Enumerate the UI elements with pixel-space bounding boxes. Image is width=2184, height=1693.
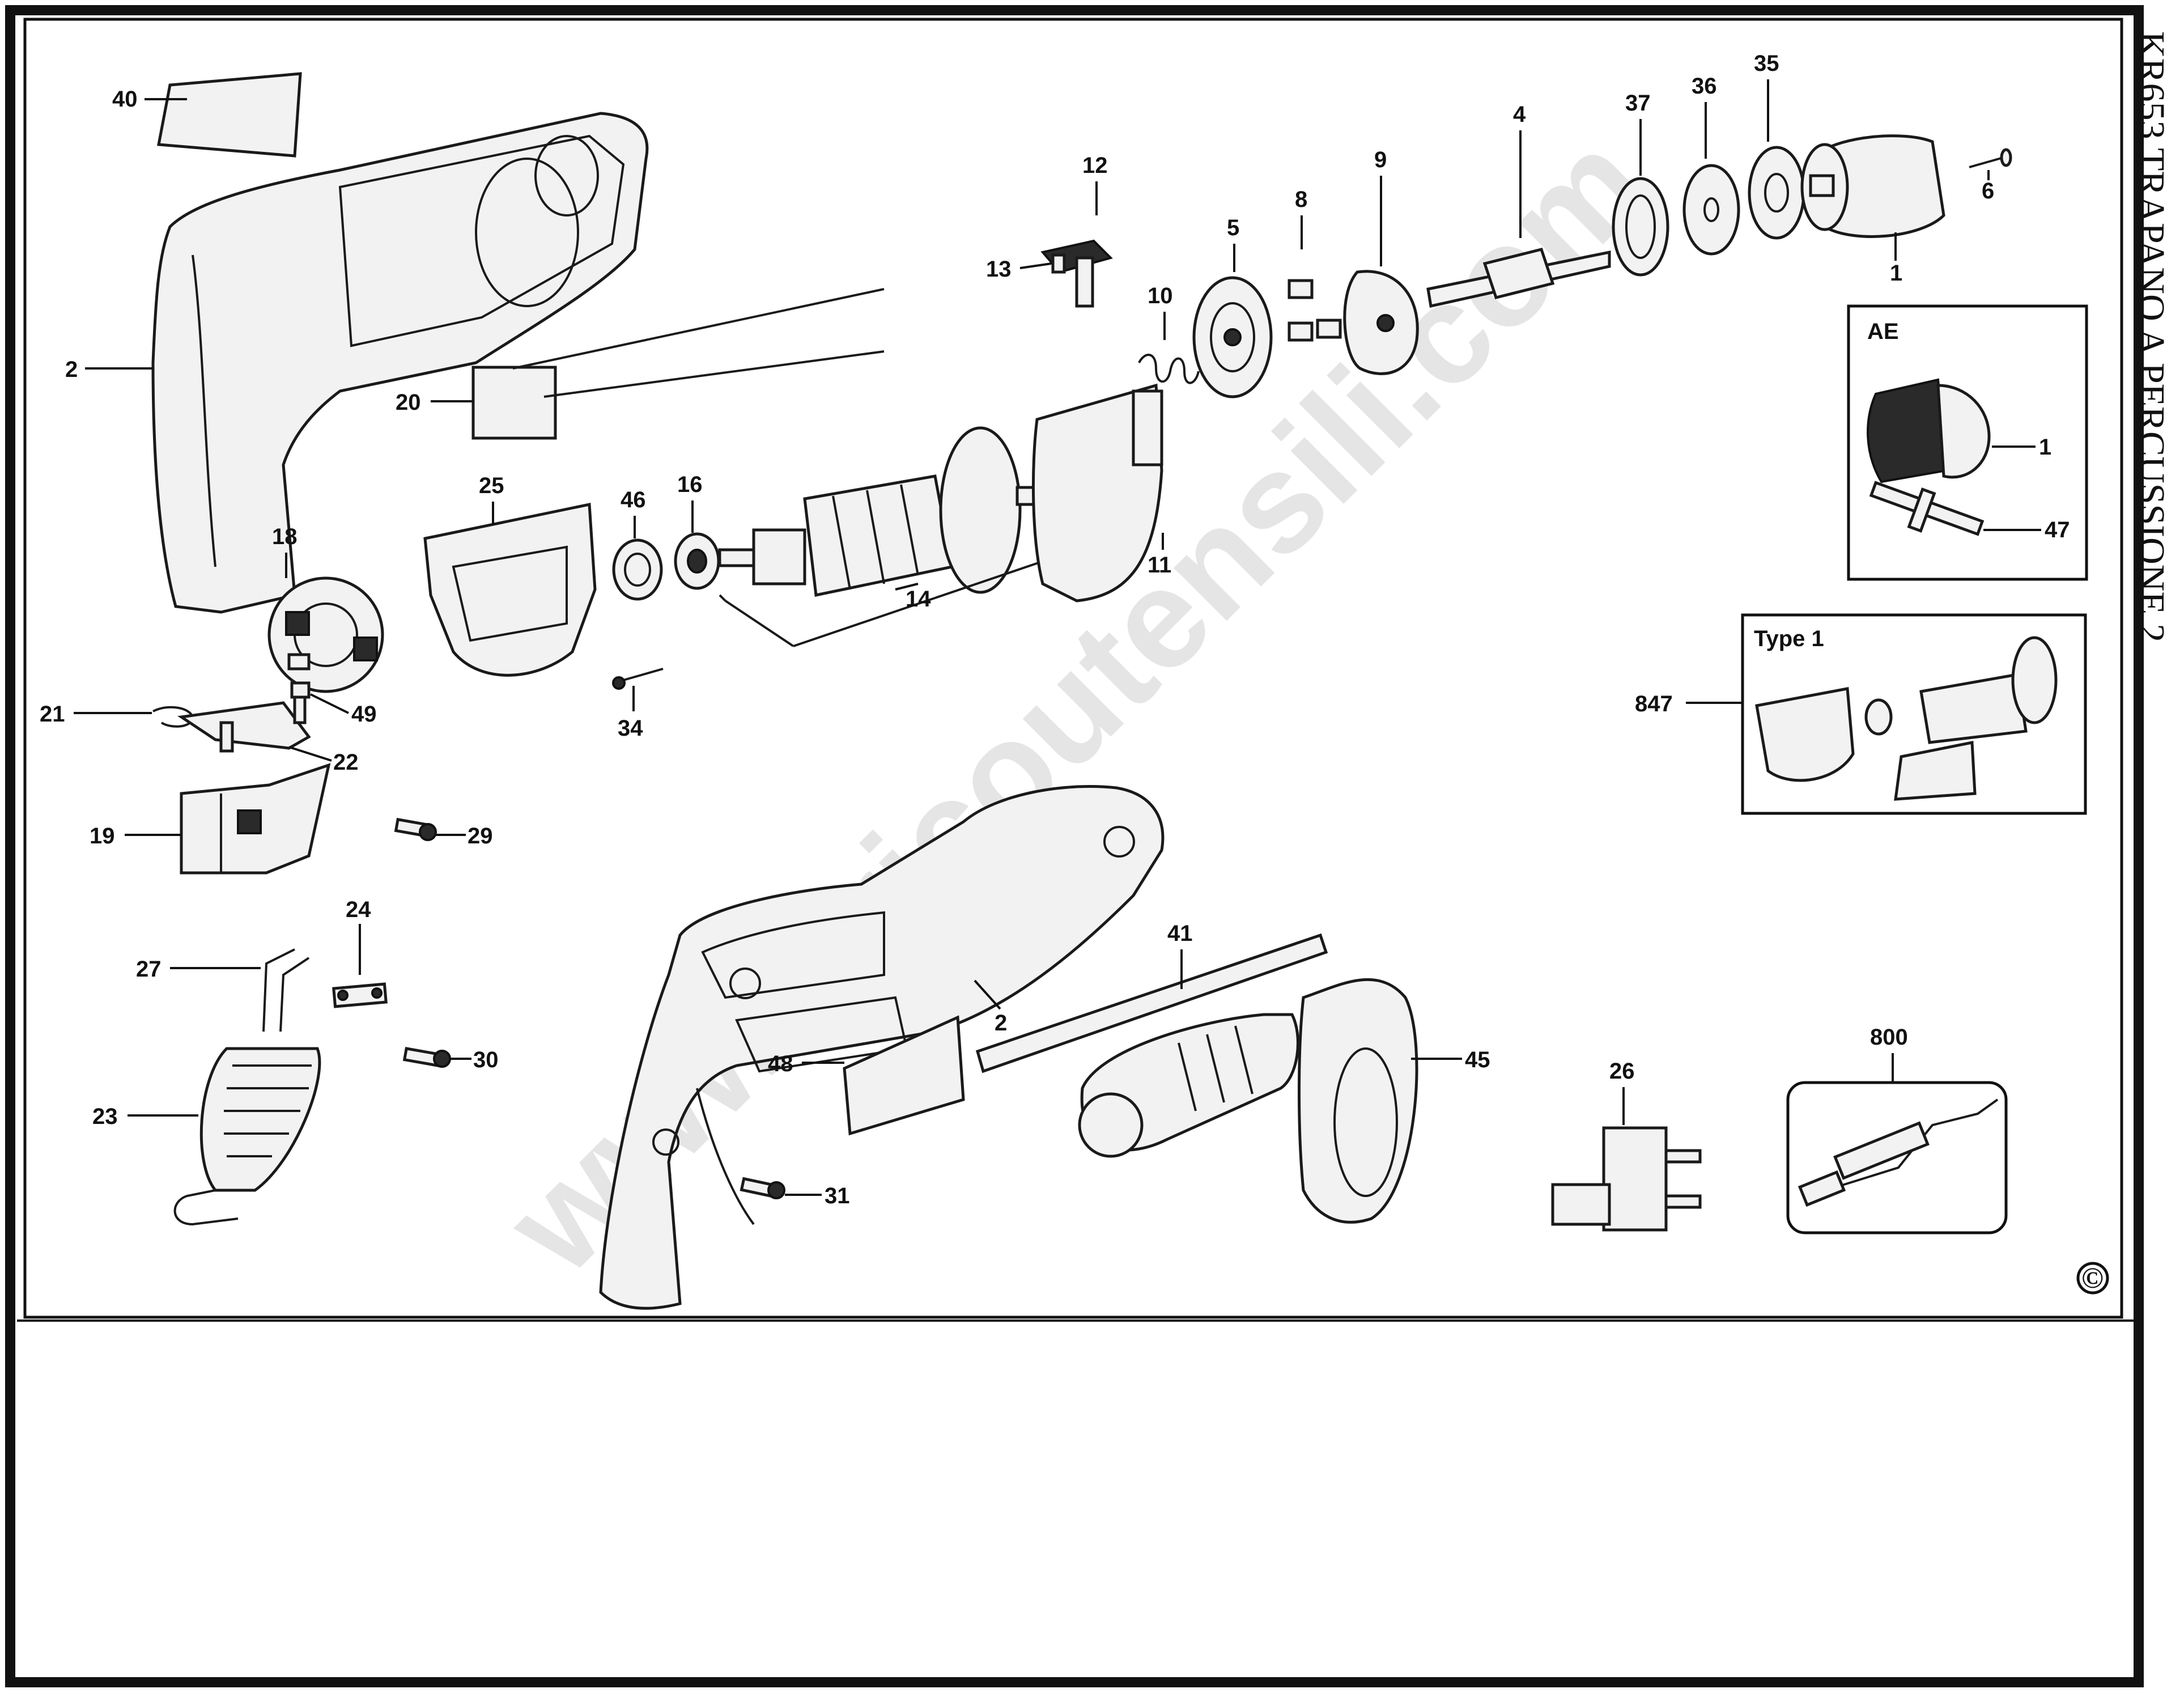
label-plate-40 (157, 72, 302, 158)
bearing-35 (1748, 146, 1805, 240)
spindle-4 (1426, 248, 1611, 308)
chuck-key-47 (1869, 481, 1985, 536)
callout-16: 16 (677, 472, 703, 497)
screw-34 (612, 668, 664, 690)
callout-46: 46 (621, 487, 646, 512)
callout-19: 19 (90, 824, 115, 848)
plug-26 (1551, 1126, 1702, 1232)
pin-13 (1051, 253, 1066, 274)
callout-18: 18 (272, 524, 298, 549)
cord-set-800 (1798, 1098, 1999, 1207)
screw-29 (394, 817, 437, 841)
screw-31 (740, 1177, 785, 1199)
depth-rod-41 (975, 933, 1328, 1073)
callout-4: 4 (1513, 102, 1526, 127)
kit-847-plate (1894, 740, 1977, 801)
inset-800-box (1786, 1081, 2008, 1234)
label-plate-48 (843, 1015, 965, 1136)
cam-plate-9 (1343, 270, 1419, 375)
callout-1: 1 (1890, 261, 1902, 286)
callout-847: 847 (1635, 691, 1673, 716)
cable-clamp-24 (332, 982, 388, 1008)
inset-type1-title: Type 1 (1754, 626, 1824, 651)
fan-baffle-11 (1031, 383, 1163, 602)
callout-25: 25 (479, 473, 504, 498)
callout-1-ae: 1 (2039, 435, 2051, 460)
cord-guard-23 (173, 1047, 321, 1226)
callout-6: 6 (1982, 179, 1994, 203)
callouts: 40 2 20 18 21 49 22 19 29 24 27 30 23 25… (40, 51, 2070, 1208)
inset-type1-box (1741, 613, 2087, 815)
callout-37: 37 (1625, 91, 1651, 116)
callout-49: 49 (351, 702, 377, 727)
housing-half-2 (151, 112, 649, 614)
callout-34: 34 (618, 716, 643, 741)
inset-ae-box (1847, 304, 2088, 581)
callout-47: 47 (2045, 517, 2070, 542)
inset-ae-title: AE (1867, 319, 1899, 344)
callout-20: 20 (396, 390, 421, 415)
bearing-46 (612, 538, 663, 601)
callout-23: 23 (92, 1104, 118, 1129)
callout-9: 9 (1374, 147, 1387, 172)
chuck-1 (1800, 134, 1945, 238)
switch-19 (180, 763, 331, 875)
callout-21: 21 (40, 702, 65, 727)
page-title: KR653 TRAPANO A PERCUSSIONE 2 (2131, 31, 2172, 642)
callout-27: 27 (136, 957, 162, 982)
callout-11: 11 (1148, 553, 1171, 578)
callout-36: 36 (1692, 74, 1717, 99)
field-25 (423, 502, 597, 677)
callout-10: 10 (1148, 283, 1173, 308)
brush-holder-18 (267, 576, 384, 699)
capacitor-20 (471, 288, 885, 440)
callout-2-assembled: 2 (995, 1011, 1007, 1036)
ring-37 (1612, 177, 1669, 277)
callout-29: 29 (468, 824, 493, 848)
gear-5 (1192, 276, 1273, 398)
switch-lever-22 (177, 695, 311, 753)
callout-48: 48 (768, 1051, 793, 1076)
callout-45: 45 (1465, 1047, 1490, 1072)
power-cord-27 (262, 948, 310, 1032)
kit-847-bearing (1864, 698, 1893, 736)
callout-800: 800 (1870, 1025, 1908, 1050)
page-border (5, 5, 2144, 1687)
callout-24: 24 (346, 897, 371, 922)
callout-5: 5 (1227, 215, 1239, 240)
bearing-16 (674, 532, 720, 590)
screw-6 (1969, 148, 2012, 168)
callout-26: 26 (1609, 1059, 1635, 1084)
callout-41: 41 (1167, 921, 1193, 946)
screw-30 (402, 1047, 451, 1068)
keyed-chuck-1 (1867, 378, 1991, 483)
callout-13: 13 (986, 257, 1012, 282)
callout-2: 2 (65, 357, 78, 382)
housing-assembled-2 (599, 785, 1165, 1310)
drawing-frame (23, 18, 2123, 1319)
pins-8 (1288, 279, 1342, 342)
callout-12: 12 (1082, 153, 1108, 178)
callout-31: 31 (825, 1183, 850, 1208)
kit-847-field (1755, 687, 1855, 782)
washer-36 (1682, 164, 1740, 256)
callout-30: 30 (473, 1047, 499, 1072)
callout-35: 35 (1754, 51, 1779, 76)
callout-22: 22 (333, 750, 359, 775)
armature-14 (718, 426, 1081, 647)
side-handle-45 (1078, 978, 1418, 1224)
callout-8: 8 (1295, 187, 1307, 212)
callout-40: 40 (112, 87, 138, 112)
spring-10 (1138, 354, 1200, 384)
callout-14: 14 (906, 587, 931, 612)
copyright-circle (2076, 1262, 2109, 1295)
kit-847-armature (1919, 636, 2058, 744)
copyright-mark: © (2081, 1262, 2104, 1295)
